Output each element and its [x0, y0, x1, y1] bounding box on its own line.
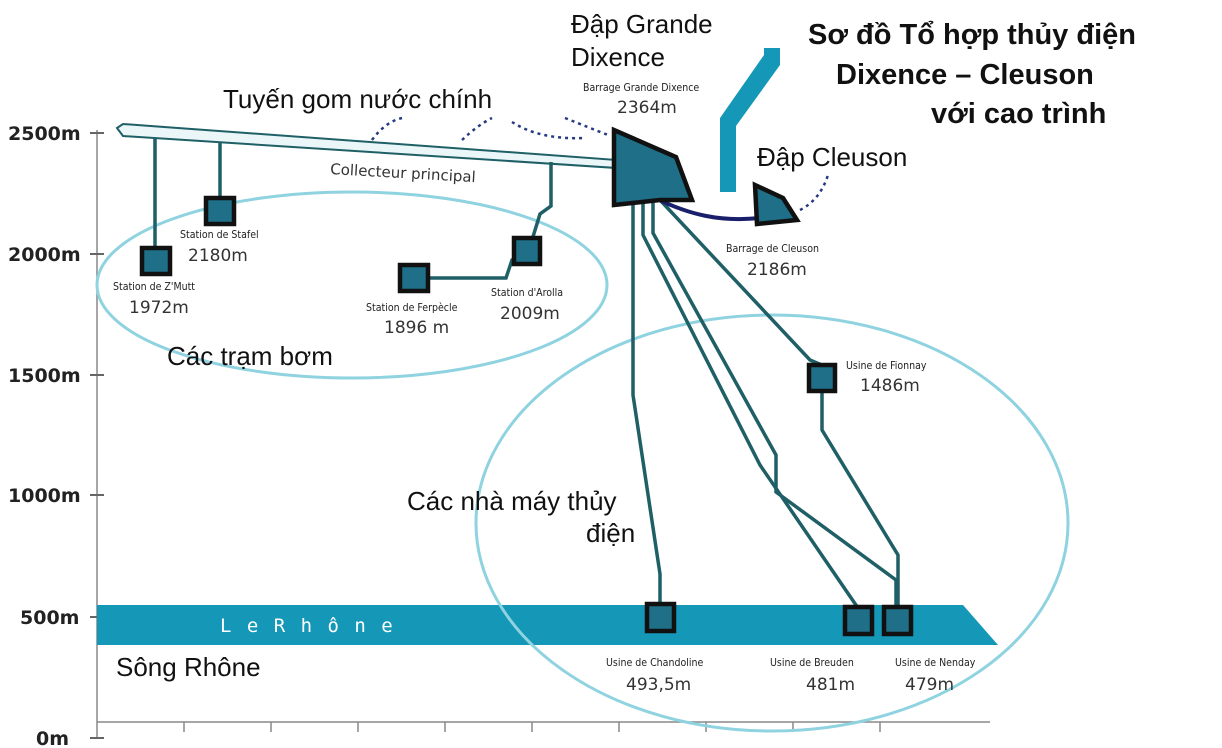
label-nenday-elevation: 479m: [905, 675, 954, 695]
station-stafel: [203, 195, 237, 227]
annotation-pointers: [370, 116, 830, 212]
label-breuden-name: Usine de Breuden: [770, 657, 854, 669]
tick-label-0: 0m: [36, 728, 69, 748]
main-collector-label-fr: Collecteur principal: [330, 160, 476, 186]
elevation-axis: 2500m 2000m 1500m 1000m 500m 0m: [8, 123, 990, 748]
pump-stations-label: Các trạm bơm: [167, 341, 333, 371]
label-breuden-elevation: 481m: [806, 675, 855, 695]
upper-water-channel: [720, 48, 780, 192]
pump-stations-ellipse: [95, 190, 609, 380]
station-chandoline: [644, 601, 677, 634]
cleuson-label-vi: Đập Cleuson: [757, 142, 907, 172]
label-arolla-name: Station d'Arolla: [491, 287, 563, 299]
tick-label-1500: 1500m: [8, 365, 81, 387]
power-plants-label-line2: điện: [586, 518, 635, 548]
title-line-1: Sơ đồ Tổ hợp thủy điện: [808, 19, 1136, 51]
label-stafel-name: Station de Stafel: [180, 229, 259, 241]
label-zmutt-name: Station de Z'Mutt: [113, 281, 195, 293]
tick-label-2500: 2500m: [8, 123, 81, 145]
grande-dixence-label-line1: Đập Grande: [571, 9, 713, 39]
label-ferpecle-elevation: 1896 m: [384, 318, 449, 338]
river-label-vi: Sông Rhône: [116, 652, 261, 682]
station-arolla: [511, 235, 543, 267]
label-grande-dixence-name: Barrage Grande Dixence: [583, 82, 699, 94]
label-chandoline-name: Usine de Chandoline: [606, 657, 703, 669]
power-plants-ellipse: [474, 313, 1070, 733]
label-chandoline-elevation: 493,5m: [626, 675, 691, 695]
label-grande-dixence-elevation: 2364m: [617, 98, 677, 118]
penstocks: [631, 198, 900, 609]
cleuson-connection-pipe: [654, 196, 761, 222]
tick-label-500: 500m: [20, 607, 79, 629]
grande-dixence-dam: [611, 126, 696, 208]
station-breuden: [842, 604, 875, 637]
power-plants-label-line1: Các nhà máy thủy: [407, 486, 617, 516]
rhone-river: L e R h ô n e: [97, 605, 998, 645]
grande-dixence-label-line2: Dixence: [571, 42, 665, 72]
station-nenday: [881, 604, 914, 637]
label-zmutt-elevation: 1972m: [129, 298, 189, 318]
main-collector-label-vi: Tuyến gom nước chính: [223, 84, 492, 114]
station-ferpecle: [397, 262, 431, 294]
label-ferpecle-name: Station de Ferpècle: [366, 302, 458, 314]
label-nenday-name: Usine de Nenday: [895, 657, 976, 669]
title-line-2: Dixence – Cleuson: [836, 59, 1094, 91]
label-arolla-elevation: 2009m: [500, 304, 560, 324]
label-fionnay-name: Usine de Fionnay: [846, 360, 927, 372]
label-fionnay-elevation: 1486m: [860, 376, 920, 396]
label-cleuson-elevation: 2186m: [747, 260, 807, 280]
cleuson-dam: [752, 181, 801, 227]
tick-label-2000: 2000m: [8, 244, 81, 266]
station-fionnay: [806, 362, 838, 394]
title-line-3: với cao trình: [931, 98, 1106, 130]
river-name: L e R h ô n e: [220, 615, 395, 637]
tick-label-1000: 1000m: [8, 485, 81, 507]
station-zmutt: [139, 245, 173, 277]
label-stafel-elevation: 2180m: [188, 246, 248, 266]
label-cleuson-name: Barrage de Cleuson: [726, 243, 819, 255]
